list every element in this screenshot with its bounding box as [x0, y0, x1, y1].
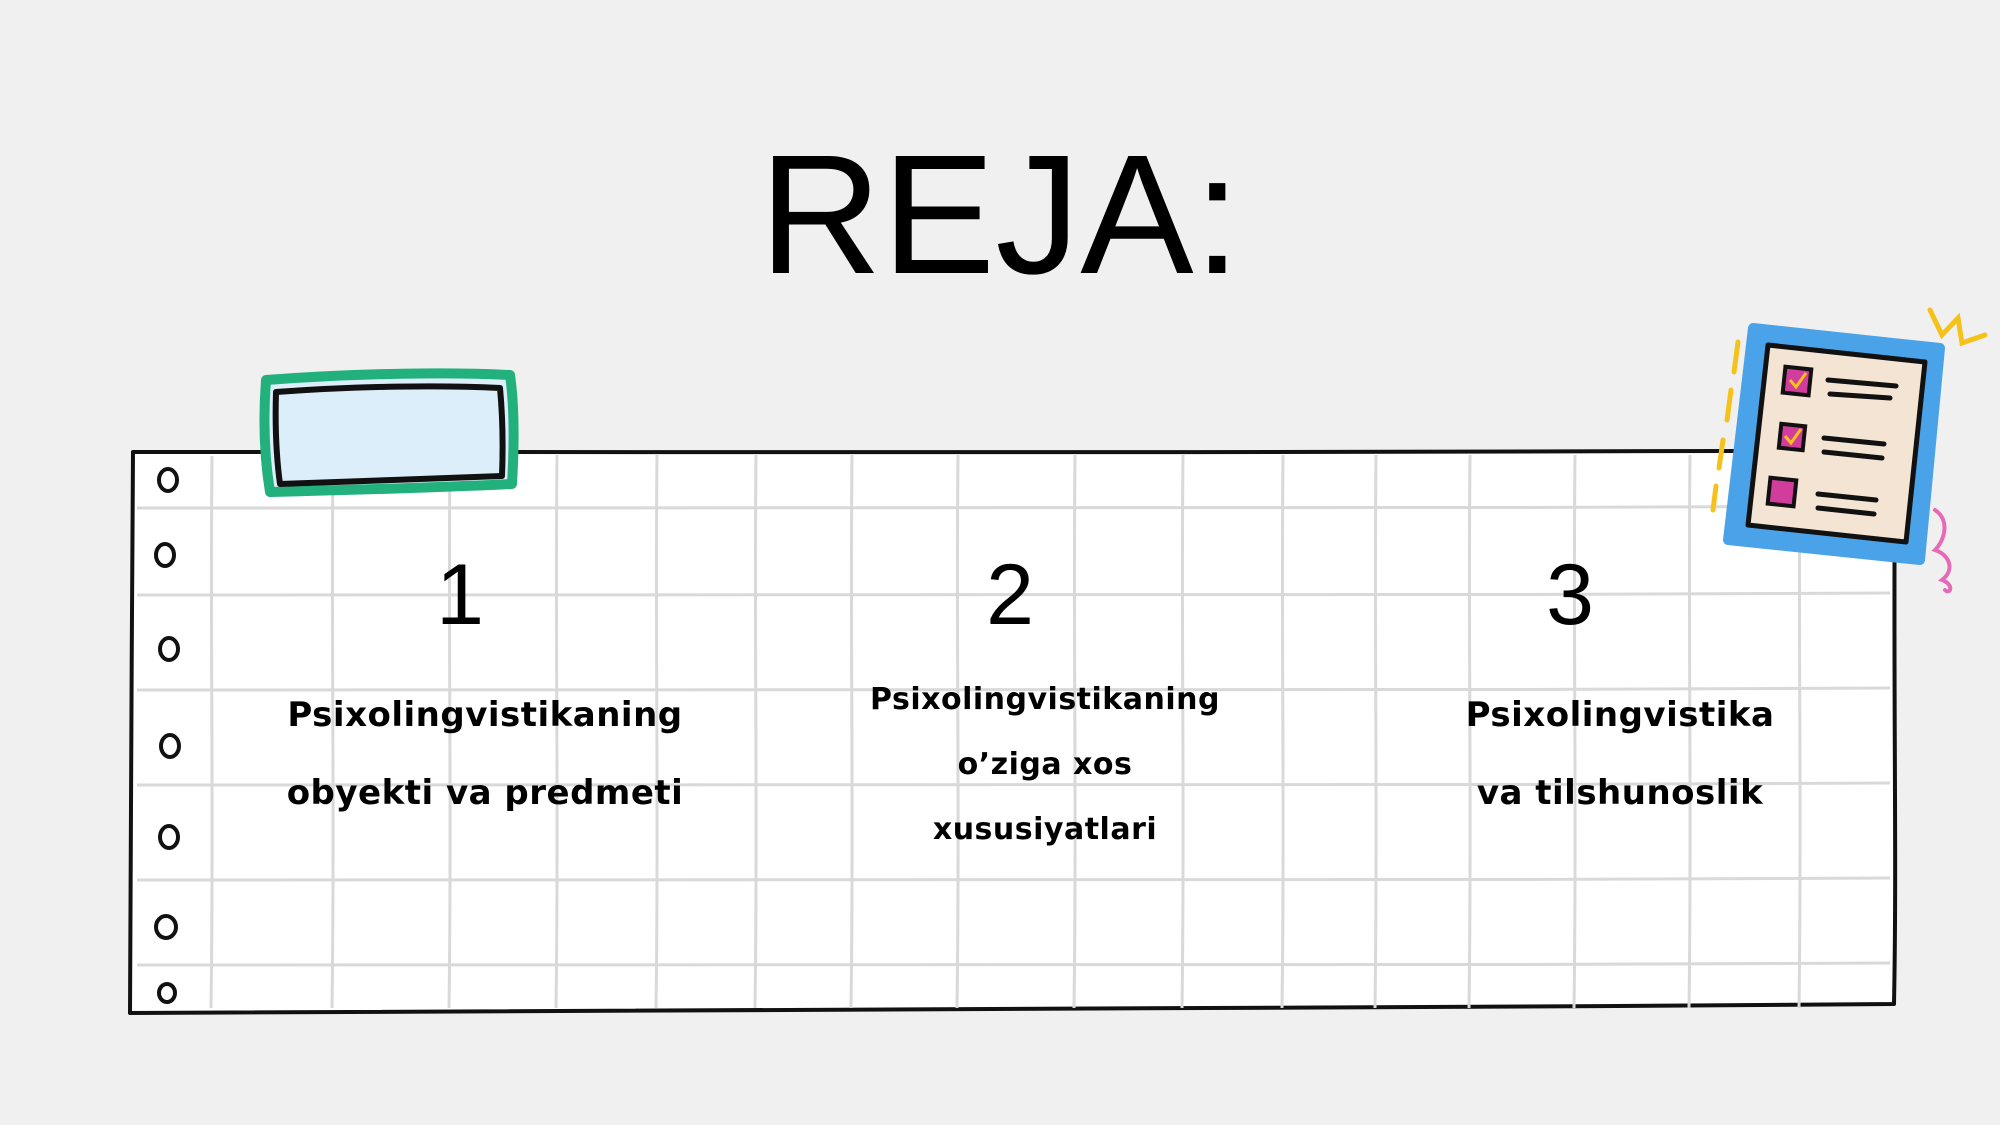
squiggle-icon — [1931, 508, 1953, 594]
binder-hole-icon — [158, 636, 180, 662]
paper-grid — [136, 454, 1891, 1009]
plan-item-number: 2 — [986, 547, 1034, 643]
binder-hole-icon — [157, 982, 177, 1004]
binder-hole-icon — [154, 914, 178, 940]
binder-hole-icon — [158, 824, 180, 850]
paper-sheet — [128, 448, 1898, 1015]
binder-hole-icon — [154, 542, 176, 568]
plan-item-number: 1 — [436, 547, 484, 643]
page-title: REJA: — [759, 120, 1241, 310]
plan-item-text: Psixolingvistikaning obyekti va predmeti — [286, 695, 684, 813]
binder-holes — [154, 467, 181, 1004]
sparkle-icon — [1710, 307, 1988, 513]
plan-item-text: Psixolingvistikaning o’ziga xos xususiya… — [870, 682, 1220, 847]
checklist-clipboard-icon — [1723, 323, 1945, 565]
plan-item-number: 3 — [1546, 547, 1594, 643]
plan-item-text: Psixolingvistika va tilshunoslik — [1465, 695, 1775, 813]
binder-hole-icon — [159, 733, 181, 759]
green-tag-decoration — [259, 368, 519, 497]
binder-hole-icon — [157, 467, 179, 493]
